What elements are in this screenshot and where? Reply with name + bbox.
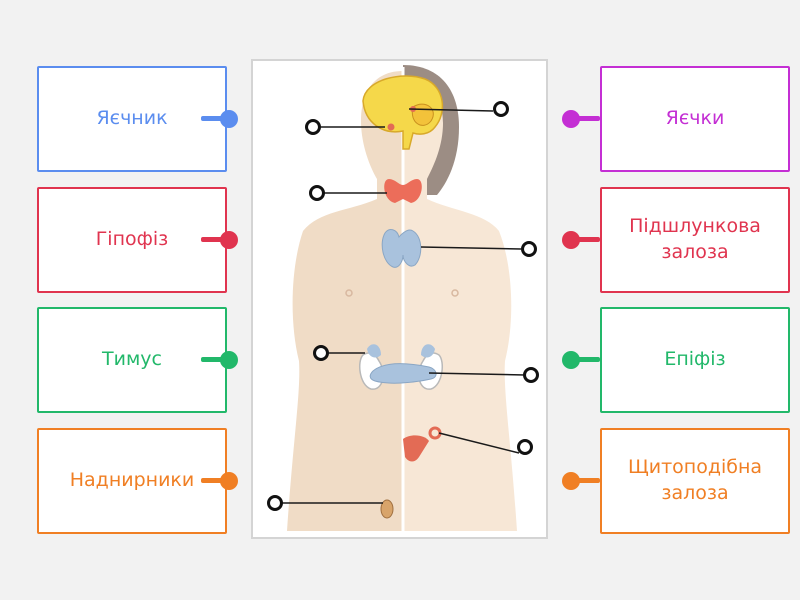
card-label: Епіфіз [664, 348, 726, 371]
card-label: Яєчки [665, 107, 725, 130]
adrenal-gland-left [367, 344, 381, 358]
body-right-half [403, 77, 517, 531]
connector-peg [201, 357, 227, 362]
connector-peg [574, 237, 600, 242]
thymus-gland [381, 229, 422, 268]
adrenal-gland-right [421, 344, 435, 358]
thyroid-gland [384, 179, 422, 203]
connector-dot[interactable] [220, 110, 238, 128]
card-label: Наднирники [69, 469, 195, 492]
card-label: Підшлункова залоза [629, 215, 761, 263]
endocrine-diagram-panel [251, 59, 548, 539]
pancreas [369, 363, 437, 384]
drop-target-thymus[interactable] [521, 241, 537, 257]
drop-target-pancreas[interactable] [523, 367, 539, 383]
connector-peg [574, 357, 600, 362]
card-label: Щитоподібна залоза [627, 456, 763, 504]
pituitary-gland [387, 123, 395, 131]
card-label: Яєчник [96, 107, 168, 130]
connector-dot[interactable] [220, 351, 238, 369]
card-label: Гіпофіз [95, 228, 169, 251]
answer-card-pineal[interactable]: Епіфіз [600, 307, 790, 413]
answer-card-ovary[interactable]: Яєчник [37, 66, 227, 172]
drop-target-ovary[interactable] [517, 439, 533, 455]
drop-target-pineal[interactable] [493, 101, 509, 117]
body-left-half [287, 71, 403, 531]
connector-dot[interactable] [562, 110, 580, 128]
connector-peg [574, 116, 600, 121]
answer-card-adrenals[interactable]: Наднирники [37, 428, 227, 534]
card-label: Тимус [102, 348, 162, 371]
answer-card-pancreas[interactable]: Підшлункова залоза [600, 187, 790, 293]
testis [380, 499, 394, 519]
drop-target-thyroid[interactable] [309, 185, 325, 201]
connector-dot[interactable] [220, 472, 238, 490]
connector-peg [201, 116, 227, 121]
drop-target-testes[interactable] [267, 495, 283, 511]
answer-card-thyroid[interactable]: Щитоподібна залоза [600, 428, 790, 534]
answer-card-thymus[interactable]: Тимус [37, 307, 227, 413]
connector-peg [574, 478, 600, 483]
drop-target-pituitary[interactable] [305, 119, 321, 135]
connector-peg [201, 478, 227, 483]
brain-shape [362, 75, 444, 150]
answer-card-testes[interactable]: Яєчки [600, 66, 790, 172]
connector-dot[interactable] [562, 351, 580, 369]
connector-dot[interactable] [220, 231, 238, 249]
answer-card-pituitary[interactable]: Гіпофіз [37, 187, 227, 293]
connector-dot[interactable] [562, 472, 580, 490]
connector-dot[interactable] [562, 231, 580, 249]
drop-target-adrenals[interactable] [313, 345, 329, 361]
connector-peg [201, 237, 227, 242]
body-illustration [267, 65, 539, 531]
uterus [403, 435, 429, 462]
